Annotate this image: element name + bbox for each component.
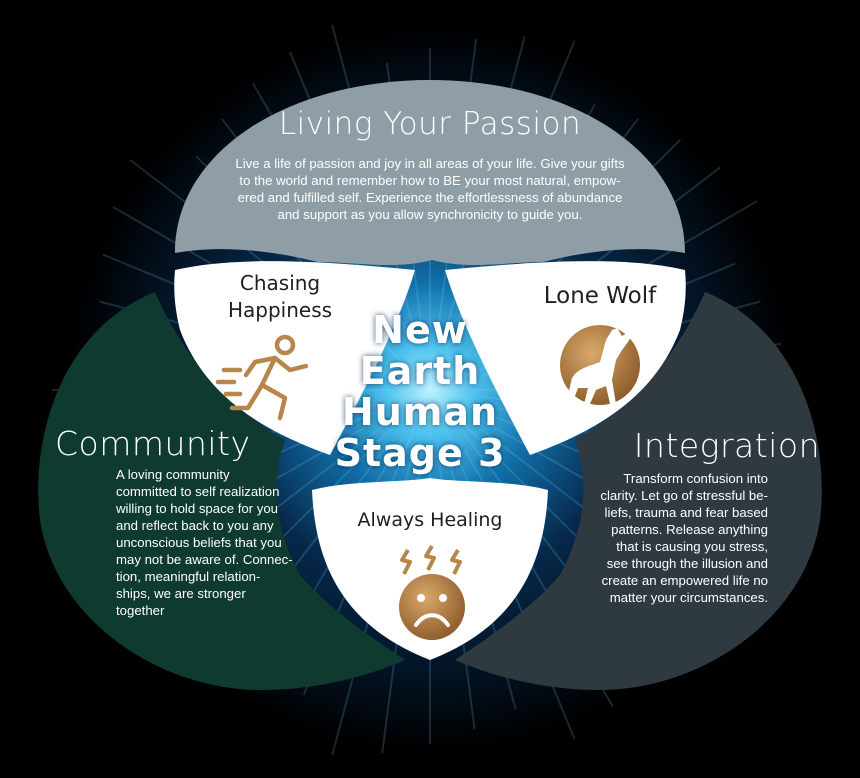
community-body: A loving community committed to self rea… — [116, 466, 316, 619]
center-title-line: New — [372, 308, 468, 352]
passion-title: Living Your Passion — [278, 106, 582, 142]
community-body-line: unconscious beliefs that you — [116, 535, 282, 550]
community-body-line: together — [116, 603, 165, 618]
passion-body: Live a life of passion and joy in all ar… — [200, 155, 660, 223]
community-body-line: willing to hold space for you — [116, 501, 279, 516]
stressed-face-icon — [399, 544, 465, 640]
chasing-petal — [174, 261, 415, 455]
community-body-line: committed to self realization — [116, 484, 280, 499]
integration-body-line: create an empowered life no — [601, 573, 768, 588]
community-body-line: ships, we are stronger — [116, 586, 246, 601]
center-title-line: Human — [341, 390, 499, 434]
chasing-happiness-label: Chasing Happiness — [205, 270, 355, 324]
passion-body-line: ered and fulfilled self. Experience the … — [237, 190, 623, 205]
integration-body-line: matter your circumstances. — [609, 590, 768, 605]
chasing-label-line: Happiness — [227, 298, 333, 322]
community-lobe — [38, 292, 405, 690]
integration-body-line: Transform confusion into — [623, 471, 768, 486]
center-title: New Earth Human Stage 3 — [330, 310, 510, 474]
integration-body-line: clarity. Let go of stressful be- — [600, 488, 768, 503]
running-person-icon — [215, 334, 309, 421]
passion-body-line: Live a life of passion and joy in all ar… — [235, 156, 625, 171]
chasing-label-line: Chasing — [239, 271, 321, 295]
integration-body-line: patterns. Release anything — [611, 522, 768, 537]
integration-lobe — [455, 292, 822, 690]
integration-body-line: see through the illusion and — [606, 556, 768, 571]
lone-wolf-label: Lone Wolf — [543, 283, 657, 309]
community-body-line: A loving community — [116, 467, 230, 482]
passion-body-line: and support as you allow synchronicity t… — [277, 207, 583, 222]
always-healing-label: Always Healing — [357, 509, 503, 531]
integration-body-line: that is causing you stress, — [616, 539, 768, 554]
community-body-line: tion, meaningful relation- — [116, 569, 261, 584]
passion-body-line: to the world and remember how to BE your… — [239, 173, 621, 188]
center-title-line: Earth — [359, 349, 481, 393]
integration-body-line: liefs, trauma and fear based — [604, 505, 768, 520]
community-body-line: may not be aware of. Connec- — [116, 552, 293, 567]
center-title-line: Stage 3 — [334, 431, 506, 475]
community-body-line: and reflect back to you any — [116, 518, 274, 533]
passion-lobe — [175, 80, 685, 266]
howling-wolf-icon — [560, 325, 640, 405]
integration-title: Integration — [633, 426, 820, 465]
community-title: Community — [55, 424, 251, 463]
integration-body: Transform confusion into clarity. Let go… — [572, 470, 768, 606]
